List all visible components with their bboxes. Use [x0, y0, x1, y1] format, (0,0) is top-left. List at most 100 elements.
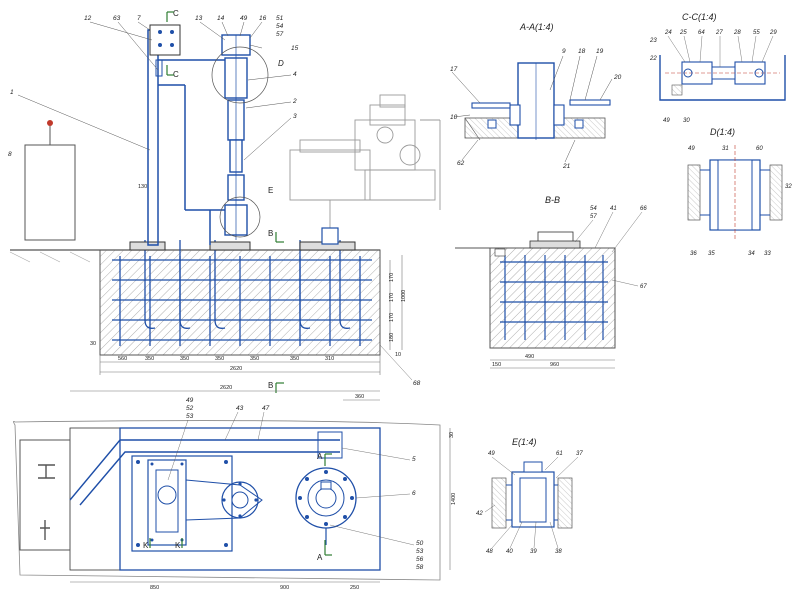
d-callout-60: 60: [756, 146, 763, 152]
section-cc: [659, 55, 786, 101]
cc-callout-64: 64: [698, 30, 705, 36]
aa-callout-9: 9: [562, 48, 566, 55]
detail-circle-d: [211, 46, 269, 104]
e-callout-42: 42: [476, 511, 483, 517]
cut-mark-c-top: C: [173, 9, 179, 18]
cut-mark-b-plan: B: [268, 381, 273, 390]
cut-mark-d: D: [278, 59, 284, 68]
d-callout-49: 49: [688, 146, 695, 152]
plan-callout-5: 5: [412, 456, 416, 463]
plan-callout-43: 43: [236, 405, 244, 412]
section-bb-label: B-B: [545, 195, 560, 205]
section-bb: [455, 231, 616, 369]
bb-callout-66: 66: [640, 206, 647, 212]
column-frame: [147, 29, 230, 246]
plan-callout-58: 58: [416, 564, 424, 571]
callout-8: 8: [8, 151, 12, 158]
cc-callout-25: 25: [679, 30, 687, 36]
detail-e: [491, 461, 573, 529]
aa-callout-21: 21: [562, 163, 571, 170]
rebar-grid: [112, 240, 372, 346]
cc-callout-24: 24: [664, 30, 672, 36]
cut-mark-b-main: B: [268, 229, 273, 238]
bb-callout-54: 54: [590, 206, 597, 212]
callout-13: 13: [195, 15, 203, 22]
dim-plan-top-0: 2620: [220, 385, 232, 391]
misc-callout-68: 68: [413, 380, 421, 387]
d-callout-34: 34: [748, 251, 755, 257]
aa-callout-18: 18: [578, 48, 586, 55]
dim-main-bottom-3: 350: [215, 356, 224, 362]
e-callout-61: 61: [556, 451, 563, 457]
dim-plan-bottom-2: 250: [350, 585, 359, 591]
aa-callout-10: 10: [450, 114, 458, 121]
d-callout-31: 31: [722, 146, 729, 152]
e-callout-49: 49: [488, 451, 495, 457]
dim-main-bottom-1: 350: [145, 356, 154, 362]
callout-14: 14: [217, 15, 225, 22]
cut-mark-c-bottom: C: [173, 70, 179, 79]
callout-54: 54: [276, 23, 284, 30]
dim-main-small-1: 30: [90, 341, 96, 347]
aa-callout-19: 19: [596, 48, 604, 55]
callout-2: 2: [292, 98, 297, 105]
dim-main-bottom-5: 350: [290, 356, 299, 362]
e-callout-37: 37: [576, 451, 583, 457]
cut-mark-k-left: K: [143, 541, 149, 550]
e-callout-38: 38: [555, 549, 562, 555]
section-d-label: D(1:4): [710, 127, 735, 137]
dim-main-small-2: 10: [395, 352, 401, 358]
machine-sketch: [289, 94, 441, 235]
plan-callout-6: 6: [412, 490, 416, 497]
dim-main-right-2: 170: [389, 313, 395, 322]
cc-callout-27: 27: [715, 30, 723, 36]
callout-16: 16: [259, 15, 267, 22]
dim-plan-top-1: 360: [355, 394, 364, 400]
dim-main-right-1: 170: [389, 293, 395, 302]
detail-d: [687, 145, 783, 240]
plan-callout-47: 47: [262, 405, 270, 412]
detail-circle-e: [219, 196, 261, 238]
cc-callout-29: 29: [769, 30, 777, 36]
rod-assembly: [221, 34, 251, 240]
dim-bb-0: 490: [525, 354, 534, 360]
callout-63: 63: [113, 15, 121, 22]
callout-12: 12: [84, 15, 92, 22]
callout-3: 3: [293, 113, 297, 120]
dim-bb-2: 150: [492, 362, 501, 368]
section-e-label: E(1:4): [512, 437, 537, 447]
block-item-8: [24, 144, 76, 241]
plan-callout-49: 49: [186, 397, 194, 404]
dim-plan-bottom-0: 850: [150, 585, 159, 591]
callout-15: 15: [291, 45, 299, 52]
e-callout-48: 48: [486, 549, 493, 555]
cc-callout-28: 28: [733, 30, 741, 36]
cut-mark-k-right: K: [175, 541, 181, 550]
d-callout-32: 32: [785, 184, 792, 190]
dim-main-right-3: 180: [389, 333, 395, 342]
dim-plan-right-1: 30: [449, 432, 455, 438]
bb-callout-67: 67: [640, 284, 647, 290]
aa-callout-20: 20: [613, 74, 622, 81]
section-aa: [464, 62, 611, 141]
callout-51: 51: [276, 15, 284, 22]
d-callout-36: 36: [690, 251, 697, 257]
dim-plan-bottom-1: 900: [280, 585, 289, 591]
dim-main-total: 2620: [230, 366, 242, 372]
callout-4: 4: [293, 71, 297, 78]
bb-callout-41: 41: [610, 206, 617, 212]
d-callout-33: 33: [764, 251, 771, 257]
plan-callout-53b: 53: [416, 548, 424, 555]
dim-main-small-0: 130: [138, 184, 147, 190]
dim-bb-1: 960: [550, 362, 559, 368]
plan-callout-56: 56: [416, 556, 424, 563]
dim-main-bottom-6: 310: [325, 356, 334, 362]
dim-main-bottom-2: 350: [180, 356, 189, 362]
dim-main-bottom-0: 560: [118, 356, 127, 362]
plan-callout-52: 52: [186, 405, 194, 412]
e-callout-40: 40: [506, 549, 513, 555]
e-callout-39: 39: [530, 549, 537, 555]
cc-callout-55: 55: [753, 30, 760, 36]
d-callout-35: 35: [708, 251, 715, 257]
